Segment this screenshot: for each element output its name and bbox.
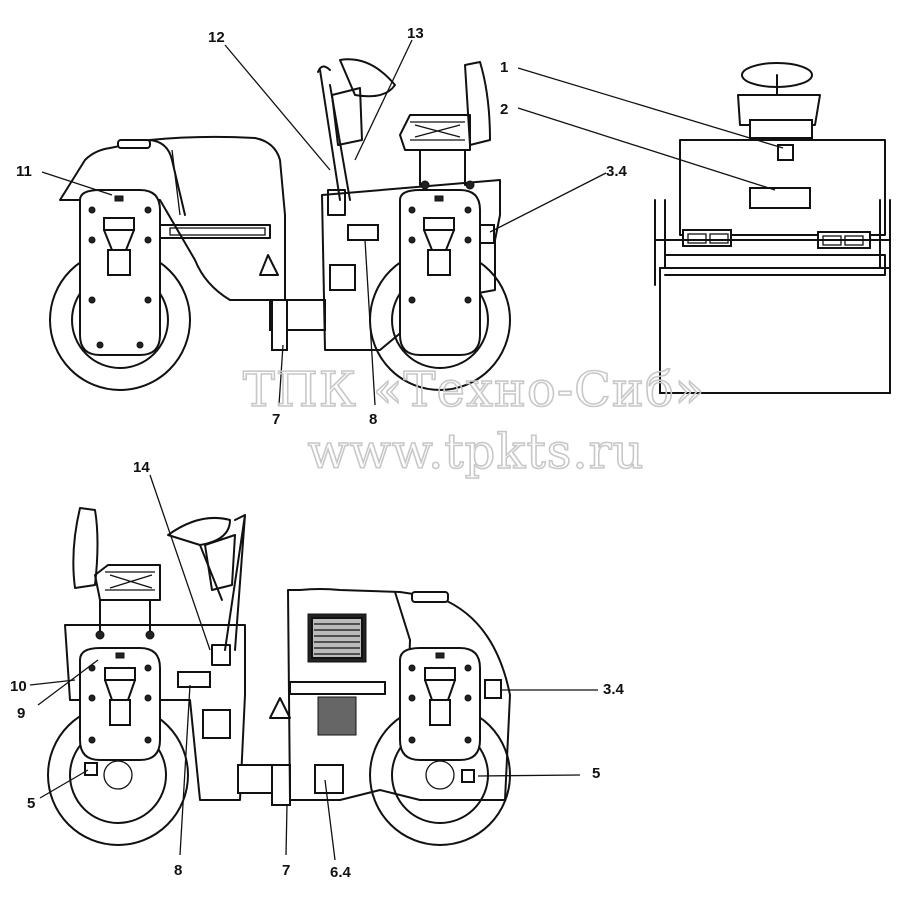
roller-side-view-bottom: [47, 507, 511, 846]
callout-11: 11: [16, 163, 32, 180]
callout-8-bottom: 8: [174, 862, 182, 879]
callout-1: 1: [500, 59, 508, 76]
callout-2: 2: [500, 101, 508, 118]
callout-6-4: 6.4: [330, 864, 352, 881]
watermark-company: ТПК «Техно-Сиб»: [243, 362, 705, 418]
callout-13: 13: [407, 25, 424, 42]
callout-5-left: 5: [27, 795, 35, 812]
roller-rear-view: [654, 62, 891, 394]
callout-5-right: 5: [592, 765, 600, 782]
callout-14: 14: [133, 459, 150, 476]
callout-3-4-top: 3.4: [606, 163, 628, 180]
callout-7-bottom: 7: [282, 862, 290, 879]
watermark: ТПК «Техно-Сиб» www.tpkts.ru: [242, 361, 705, 481]
callout-8-top: 8: [369, 411, 377, 428]
leader-lines: [29, 39, 784, 861]
watermark-url: www.tpkts.ru: [308, 424, 645, 480]
callouts: 1 2 3.4 11 12 13 7 8 14 10 9 5 8 7 6.4 5…: [10, 25, 628, 881]
callout-3-4-bottom: 3.4: [603, 681, 625, 698]
callout-10: 10: [10, 678, 27, 695]
roller-side-view-top: [49, 58, 511, 391]
callout-7-top: 7: [272, 411, 280, 428]
callout-12: 12: [208, 29, 225, 46]
callout-9: 9: [17, 705, 25, 722]
